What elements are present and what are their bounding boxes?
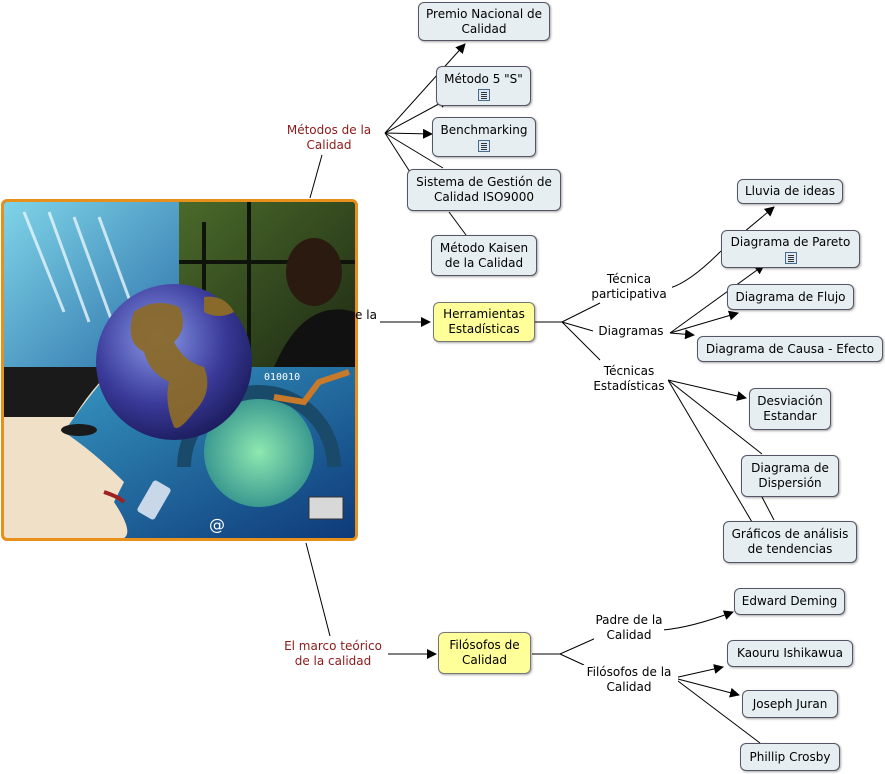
link-label-diagramas: Diagramas: [593, 324, 669, 339]
node-pareto-label: Diagrama de Pareto: [730, 235, 851, 249]
node-causa-label: Diagrama de Causa - Efecto: [705, 341, 875, 356]
collage-illustration: 010010 @: [4, 202, 355, 538]
node-pareto[interactable]: Diagrama de Pareto: [721, 230, 860, 268]
node-metodo-5s-label: Método 5 "S": [444, 72, 523, 86]
node-desviacion-label: Desviación Estandar: [757, 394, 823, 423]
node-premio-nacional[interactable]: Premio Nacional de Calidad: [418, 2, 550, 41]
node-juran[interactable]: Joseph Juran: [742, 690, 838, 718]
node-lluvia-label: Lluvia de ideas: [745, 184, 835, 198]
node-flujo-label: Diagrama de Flujo: [735, 289, 846, 304]
collage-image: 010010 @: [1, 199, 358, 541]
document-icon[interactable]: [477, 89, 490, 101]
node-filosofos-label: Filósofos de Calidad: [449, 638, 520, 667]
document-icon[interactable]: [784, 252, 797, 264]
link-label-tecnica-participativa: Técnica participativa: [586, 272, 672, 302]
node-desviacion[interactable]: Desviación Estandar: [749, 388, 831, 430]
node-dispersion[interactable]: Diagrama de Dispersión: [741, 455, 839, 497]
node-premio-label: Premio Nacional de Calidad: [426, 6, 542, 36]
node-deming-label: Edward Deming: [741, 594, 838, 608]
link-label-filosofos-de-la: Filósofos de la Calidad: [580, 665, 678, 695]
node-lluvia-ideas[interactable]: Lluvia de ideas: [737, 179, 843, 204]
node-graficos-label: Gráficos de análisis de tendencias: [731, 527, 849, 556]
link-label-marco: El marco teórico de la calidad: [278, 639, 388, 669]
node-ishikawa[interactable]: Kaouru Ishikawua: [727, 640, 853, 667]
node-crosby[interactable]: Phillip Crosby: [740, 743, 840, 771]
node-filosofos[interactable]: Filósofos de Calidad: [438, 632, 531, 674]
node-flujo[interactable]: Diagrama de Flujo: [727, 284, 854, 310]
node-graficos[interactable]: Gráficos de análisis de tendencias: [723, 521, 857, 563]
node-causa-efecto[interactable]: Diagrama de Causa - Efecto: [697, 336, 883, 362]
node-dispersion-label: Diagrama de Dispersión: [751, 461, 829, 490]
link-label-partial: e la: [355, 308, 377, 322]
node-kaisen-label: Método Kaisen de la Calidad: [439, 240, 529, 270]
link-label-tecnicas-estadisticas: Técnicas Estadísticas: [590, 364, 668, 394]
link-label-metodos: Métodos de la Calidad: [280, 123, 378, 153]
document-icon[interactable]: [478, 140, 490, 152]
node-herramientas-label: Herramientas Estadísticas: [443, 307, 525, 336]
node-deming[interactable]: Edward Deming: [734, 588, 845, 615]
node-crosby-label: Phillip Crosby: [749, 749, 831, 764]
node-ishikawa-label: Kaouru Ishikawua: [737, 646, 843, 660]
svg-text:@: @: [209, 515, 225, 534]
node-benchmarking[interactable]: Benchmarking: [432, 117, 536, 157]
node-sistema-gestion[interactable]: Sistema de Gestión de Calidad ISO9000: [407, 169, 561, 211]
node-metodo-5s[interactable]: Método 5 "S": [436, 66, 531, 106]
node-metodo-kaisen[interactable]: Método Kaisen de la Calidad: [431, 235, 537, 276]
binary-text: 010010: [264, 372, 300, 383]
node-juran-label: Joseph Juran: [752, 696, 828, 711]
node-herramientas[interactable]: Herramientas Estadísticas: [433, 302, 535, 342]
node-benchmarking-label: Benchmarking: [440, 123, 528, 137]
node-sistema-label: Sistema de Gestión de Calidad ISO9000: [416, 175, 552, 204]
link-label-padre: Padre de la Calidad: [594, 613, 664, 643]
